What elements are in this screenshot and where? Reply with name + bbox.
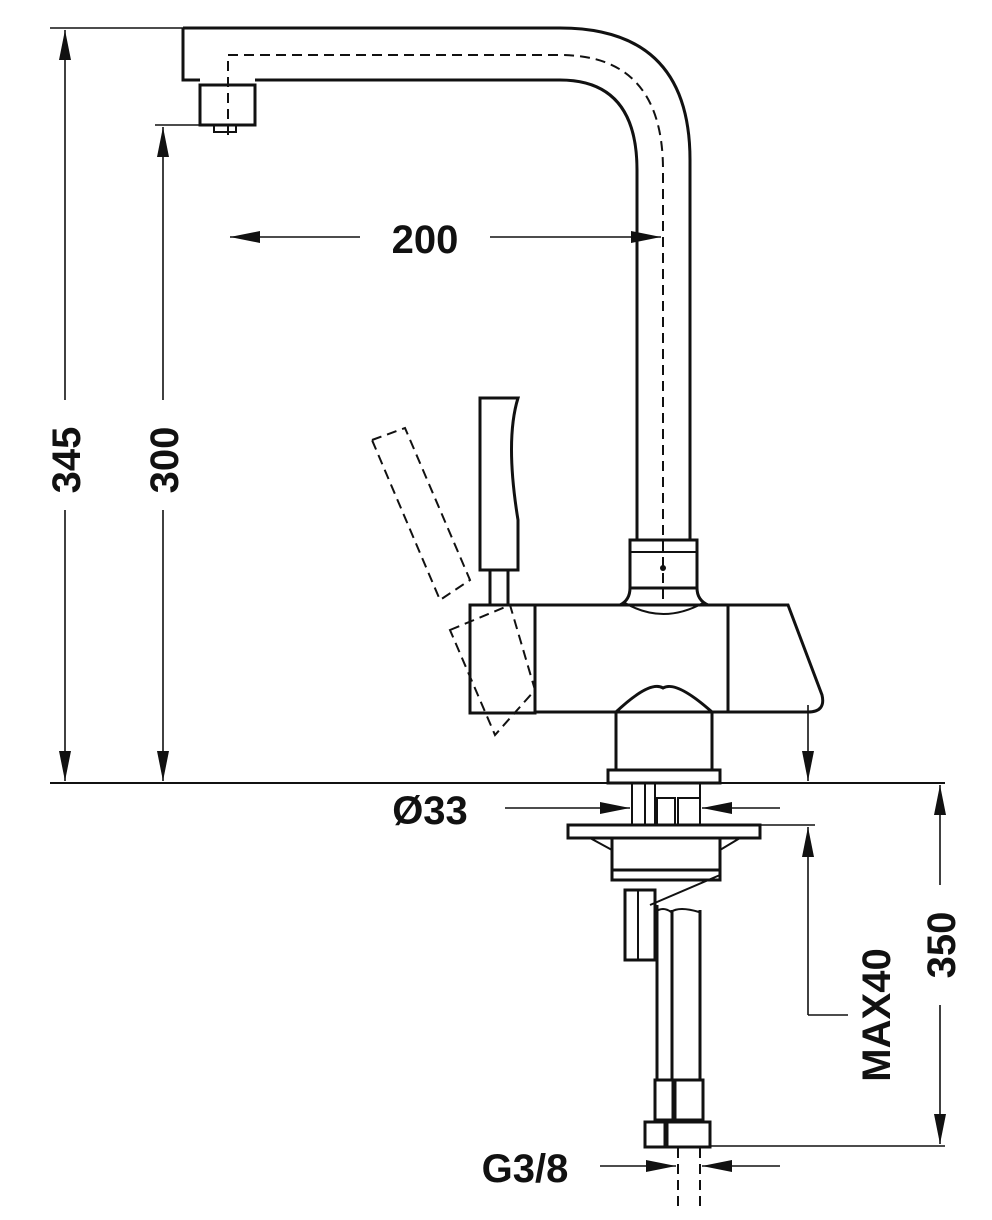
dimension-350: 350 — [920, 785, 964, 1144]
dimension-200: 200 — [230, 218, 661, 262]
dimension-thread: G3/8 — [482, 1147, 780, 1191]
dimension-max40: MAX40 — [802, 827, 899, 1082]
hose-length-label: 350 — [920, 912, 964, 979]
spout-reach-label: 200 — [392, 218, 459, 262]
lever-handle — [370, 396, 537, 737]
dimension-300: 300 — [143, 127, 187, 781]
dimension-diameter: Ø33 — [392, 789, 780, 833]
mixer-body — [468, 603, 825, 785]
spout-height-label: 300 — [143, 427, 187, 494]
dimension-345: 345 — [45, 30, 89, 781]
max-thickness-label: MAX40 — [855, 948, 899, 1081]
total-height-label: 345 — [45, 427, 89, 494]
hole-diameter-label: Ø33 — [392, 789, 468, 833]
spout — [181, 26, 692, 600]
thread-label: G3/8 — [482, 1147, 569, 1191]
